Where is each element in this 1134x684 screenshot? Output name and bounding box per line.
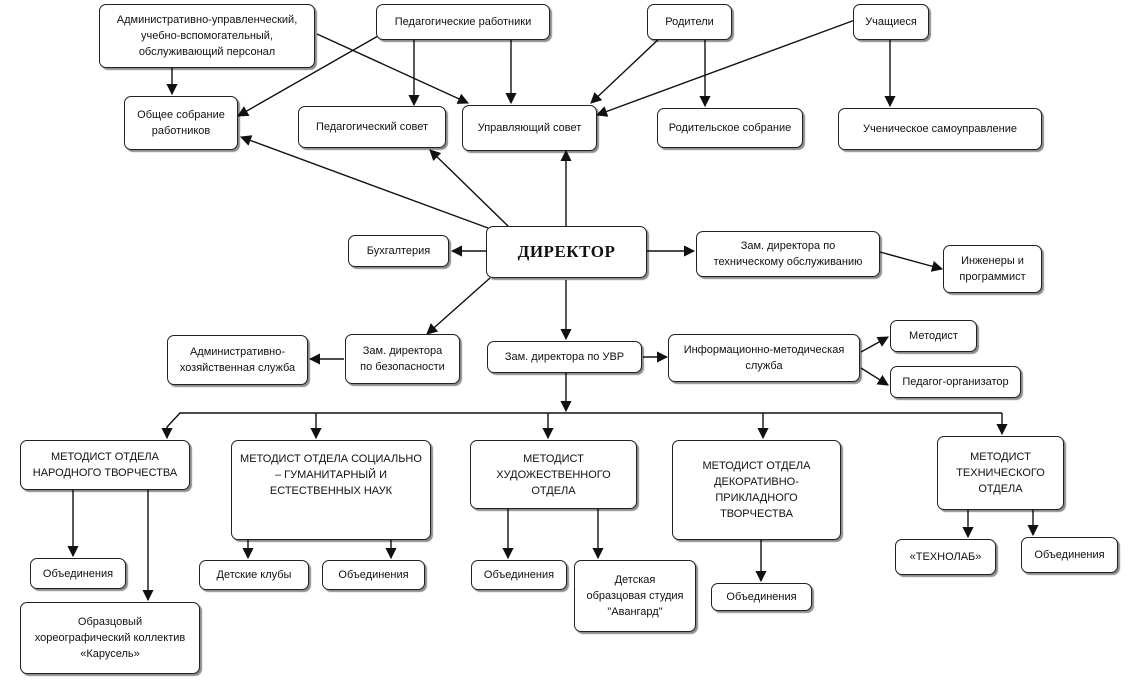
node-parent-meeting: Родительское собрание [657,108,803,148]
edge-depTech-to-engineers [879,251,944,272]
node-director: ДИРЕКТОР [486,226,647,278]
node-social-assoc: Объединения [322,560,425,590]
node-deputy-uvr: Зам. директора по УВР [487,341,642,373]
edge-director-to-depSecurity [426,277,491,335]
node-admin-staff: Административно-управленческий, учебно-в… [99,4,315,68]
edge-director-to-pedcouncil [429,149,511,229]
node-art-assoc: Объединения [471,560,567,590]
node-ped-organizer: Педагог-организатор [890,366,1021,398]
node-dept-decor: МЕТОДИСТ ОТДЕЛА ДЕКОРАТИВНО- ПРИКЛАДНОГО… [672,440,841,540]
node-dept-social: МЕТОДИСТ ОТДЕЛА СОЦИАЛЬНО – ГУМАНИТАРНЫЙ… [231,440,431,540]
node-ped-council: Педагогический совет [298,106,446,148]
node-art-avangard: Детская образцовая студия "Авангард" [574,560,696,632]
node-parents: Родители [647,4,732,40]
edge-info-to-methodist [860,336,889,353]
node-methodist: Методист [890,320,977,352]
node-decor-assoc: Объединения [711,583,812,611]
node-deputy-tech: Зам. директора по техническому обслужива… [696,231,880,277]
node-dept-tech: МЕТОДИСТ ТЕХНИЧЕСКОГО ОТДЕЛА [937,436,1064,510]
node-students: Учащиеся [853,4,929,40]
node-student-selfgov: Ученическое самоуправление [838,108,1042,150]
node-social-clubs: Детские клубы [199,560,309,590]
node-engineers: Инженеры и программист [943,245,1042,293]
edge-parents-to-governing [590,35,663,104]
edge-ped-to-general [237,35,379,117]
node-general-meeting: Общее собрание работников [124,96,238,150]
edge-director-to-general [239,135,489,229]
node-info-method: Информационно-методическая служба [668,334,860,382]
node-ped-workers: Педагогические работники [376,4,550,40]
node-accounting: Бухгалтерия [348,235,449,267]
node-deputy-security: Зам. директора по безопасности [345,334,460,384]
node-admin-service: Административно- хозяйственная служба [167,335,308,385]
dept-bus [166,412,1002,428]
edge-students-to-governing [595,19,856,117]
node-dept-art: МЕТОДИСТ ХУДОЖЕСТВЕННОГО ОТДЕЛА [470,440,637,509]
edge-admin-to-governing [316,33,470,104]
edge-info-to-pedOrganizer [860,367,889,386]
node-tech-technolab: «ТЕХНОЛАБ» [895,539,996,575]
node-dept-folk: МЕТОДИСТ ОТДЕЛА НАРОДНОГО ТВОРЧЕСТВА [20,440,190,490]
node-governing-council: Управляющий совет [462,105,597,151]
node-folk-assoc: Объединения [30,558,126,589]
node-folk-karusel: Образцовый хореографический коллектив «К… [20,602,200,674]
node-tech-assoc: Объединения [1021,537,1118,573]
